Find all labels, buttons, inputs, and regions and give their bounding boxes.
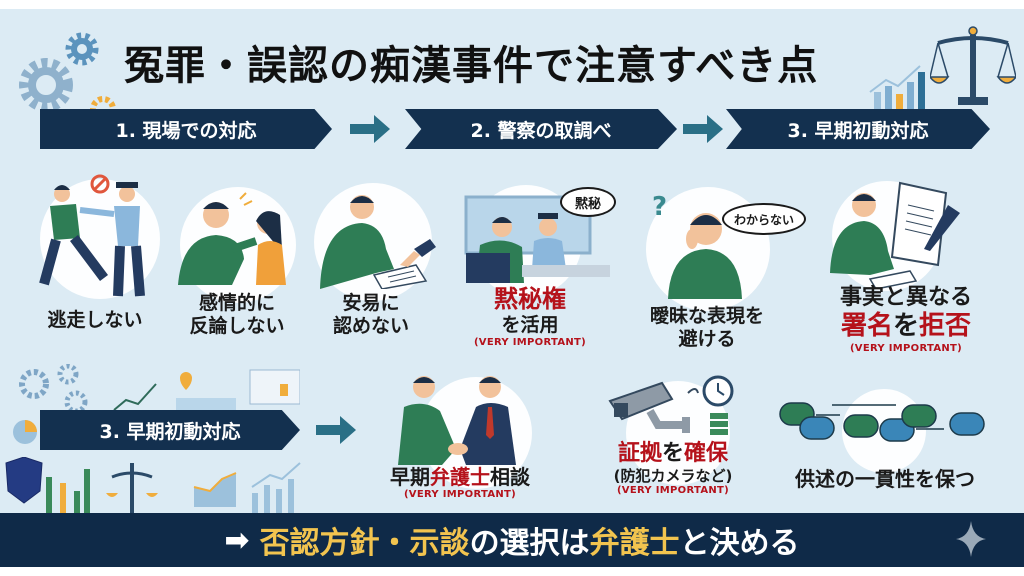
step-banner-2: 2. 警察の取調べ bbox=[405, 109, 677, 149]
footer-highlight: 弁護士 bbox=[589, 526, 680, 561]
flow-arrow-icon bbox=[350, 115, 390, 143]
tip-label: 認めない bbox=[332, 314, 409, 337]
tip-label: 反論しない bbox=[189, 314, 285, 337]
step-banner-4: 3. 早期初動対応 bbox=[40, 410, 300, 450]
tip-label: 曖昧な表現を bbox=[649, 305, 764, 327]
flow-arrow-icon bbox=[316, 416, 356, 444]
pie-chart-icon bbox=[13, 420, 37, 444]
speech-bubble: わからない bbox=[722, 203, 806, 235]
speech-bubble: 黙秘 bbox=[560, 187, 616, 217]
tip-label-emphasis: 黙秘権 bbox=[494, 285, 566, 313]
tip-label: 早期 bbox=[390, 465, 430, 489]
tip-label: 供述の一貫性を保つ bbox=[795, 467, 975, 491]
sparkle-icon bbox=[956, 521, 986, 557]
tip-label: を bbox=[892, 311, 919, 342]
confused-man-icon: ? bbox=[652, 192, 742, 299]
tip-use-right-to-silence: 黙秘権 を活用 (VERY IMPORTANT) bbox=[450, 285, 610, 348]
footer-text: と決める bbox=[679, 526, 800, 561]
tip-label: 事実と異なる bbox=[839, 285, 972, 310]
tip-label-emphasis: 弁護士 bbox=[430, 465, 490, 489]
svg-text:?: ? bbox=[652, 192, 667, 222]
tip-label: 逃走しない bbox=[47, 309, 143, 331]
tip-avoid-vague-expressions: 曖昧な表現を 避ける bbox=[622, 305, 792, 351]
very-important-note: (VERY IMPORTANT) bbox=[849, 342, 963, 354]
tip-no-escape: 逃走しない bbox=[30, 309, 160, 332]
tip-label-emphasis: 確保 bbox=[684, 441, 729, 466]
speech-bubble-text: わからない bbox=[733, 212, 794, 227]
tip-label: 安易に bbox=[342, 292, 400, 314]
very-important-note: (VERY IMPORTANT) bbox=[403, 489, 517, 500]
infographic-canvas: 冤罪・誤認の痴漢事件で注意すべき点 1. 現場での対応 2. 警察の取調べ 3.… bbox=[0, 9, 1024, 567]
tip-label: を活用 bbox=[501, 313, 559, 336]
tip-label-emphasis: 拒否 bbox=[919, 311, 972, 342]
tip-label: 相談 bbox=[490, 465, 530, 489]
tip-do-not-admit-easily: 安易に 認めない bbox=[306, 292, 436, 338]
tip-consult-lawyer-early: 早期弁護士相談 (VERY IMPORTANT) bbox=[350, 465, 570, 500]
tip-label: 感情的に bbox=[198, 292, 275, 314]
handshake-lawyer-icon bbox=[398, 376, 516, 465]
flow-arrow-icon bbox=[683, 115, 723, 143]
signing-document-icon bbox=[320, 195, 436, 289]
footer-text: の選択は bbox=[469, 526, 590, 561]
document-signature-icon bbox=[830, 181, 960, 289]
page-title: 冤罪・誤認の痴漢事件で注意すべき点 bbox=[124, 43, 819, 89]
tip-secure-evidence: 証拠を確保 (防犯カメラなど) (VERY IMPORTANT) bbox=[586, 441, 760, 496]
gears-icon bbox=[19, 32, 116, 117]
step-banner-1: 1. 現場での対応 bbox=[40, 109, 332, 149]
tip-label: 避ける bbox=[678, 327, 736, 350]
bar-chart-icon bbox=[869, 65, 925, 110]
tip-keep-statement-consistent: 供述の一貫性を保つ bbox=[760, 467, 1010, 491]
tip-no-emotional-rebuttal: 感情的に 反論しない bbox=[172, 292, 302, 338]
tip-label-emphasis: 証拠 bbox=[617, 441, 662, 466]
very-important-note: (VERY IMPORTANT) bbox=[616, 485, 730, 497]
arrow-right-icon: ➡ bbox=[224, 522, 250, 558]
tip-label: を bbox=[661, 441, 684, 466]
speech-bubble-text: 黙秘 bbox=[574, 196, 601, 212]
consistent-speech-bubbles-icon bbox=[779, 402, 985, 442]
scales-of-justice-icon bbox=[930, 26, 1016, 105]
running-man-police-icon bbox=[39, 174, 145, 297]
chart-scale-decoration-icon bbox=[5, 457, 301, 513]
tip-refuse-false-signature: 事実と異なる 署名を拒否 (VERY IMPORTANT) bbox=[796, 285, 1016, 354]
footer-highlight: 否認方針・示談 bbox=[259, 526, 470, 561]
arguing-people-icon bbox=[178, 192, 286, 285]
very-important-note: (VERY IMPORTANT) bbox=[473, 336, 587, 348]
tip-label-emphasis: 署名 bbox=[840, 311, 893, 342]
footer-banner: ➡ 否認方針・示談の選択は弁護士と決める bbox=[0, 513, 1024, 567]
tip-label: (防犯カメラなど) bbox=[613, 467, 733, 486]
analytics-decoration-icon bbox=[19, 364, 300, 414]
step-banner-3: 3. 早期初動対応 bbox=[726, 109, 990, 149]
security-camera-icon bbox=[608, 375, 734, 435]
